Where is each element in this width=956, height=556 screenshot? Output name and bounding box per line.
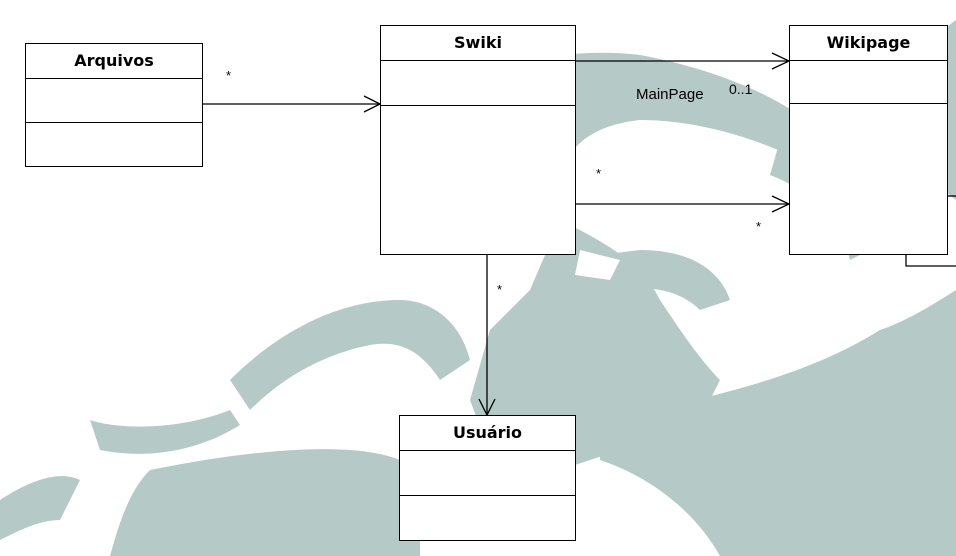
class-arquivos-operations bbox=[26, 123, 202, 166]
class-arquivos-attributes bbox=[26, 79, 202, 123]
class-usuario-operations bbox=[400, 496, 575, 540]
mult-mainpage-target: 0..1 bbox=[729, 81, 753, 97]
role-mainpage-label: MainPage bbox=[636, 86, 704, 103]
mult-swiki-wikipage-source: * bbox=[596, 166, 602, 181]
class-arquivos-name: Arquivos bbox=[26, 44, 202, 79]
mult-swiki-wikipage-target: * bbox=[756, 219, 762, 234]
class-wikipage-operations bbox=[790, 104, 947, 254]
class-wikipage[interactable]: Wikipage bbox=[789, 25, 948, 255]
class-swiki-operations bbox=[381, 106, 575, 254]
mult-swiki-usuario-source: * bbox=[497, 282, 503, 297]
class-usuario-name: Usuário bbox=[400, 416, 575, 451]
class-swiki-attributes bbox=[381, 61, 575, 106]
class-wikipage-attributes bbox=[790, 61, 947, 104]
wikipage-right-connector bbox=[905, 254, 956, 267]
class-swiki[interactable]: Swiki bbox=[380, 25, 576, 255]
class-swiki-name: Swiki bbox=[381, 26, 575, 61]
class-arquivos[interactable]: Arquivos bbox=[25, 43, 203, 167]
class-usuario[interactable]: Usuário bbox=[399, 415, 576, 541]
class-usuario-attributes bbox=[400, 451, 575, 496]
mult-arquivos-swiki-source: * bbox=[226, 68, 232, 83]
class-wikipage-name: Wikipage bbox=[790, 26, 947, 61]
